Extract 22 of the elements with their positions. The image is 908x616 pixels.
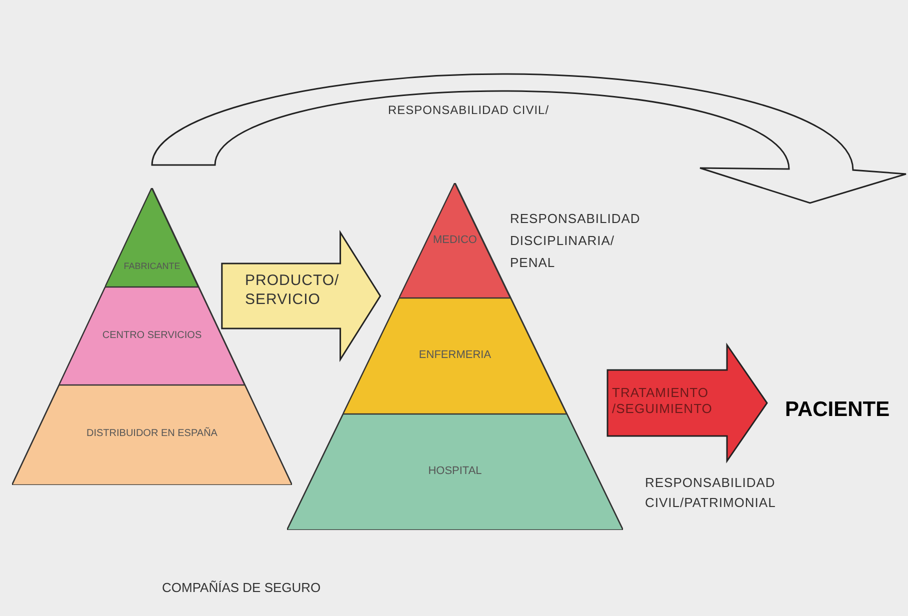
pyramid-tier bbox=[287, 414, 623, 530]
tier-label: CENTRO SERVICIOS bbox=[101, 331, 203, 341]
edge-label: RESPONSABILIDAD CIVIL/ bbox=[388, 103, 550, 118]
note-text: RESPONSABILIDAD CIVIL/PATRIMONIAL bbox=[645, 474, 777, 512]
tier-label: MEDICO bbox=[432, 235, 478, 246]
block-arrow bbox=[151, 73, 907, 204]
pyramid-tier bbox=[59, 287, 245, 385]
tier-label: HOSPITAL bbox=[427, 466, 483, 477]
note-text: RESPONSABILIDAD DISCIPLINARIA/ PENAL bbox=[510, 210, 642, 272]
pyramid-tier bbox=[12, 385, 292, 485]
block-arrow bbox=[606, 342, 768, 464]
edge-label: TRATAMIENTO /SEGUIMIENTO bbox=[612, 385, 714, 418]
tier-label: FABRICANTE bbox=[122, 262, 182, 271]
tier-label: ENFERMERIA bbox=[418, 350, 492, 361]
edge-label: PRODUCTO/ SERVICIO bbox=[245, 272, 340, 310]
pyramid-tier bbox=[399, 183, 511, 298]
pyramid-tier bbox=[105, 188, 199, 287]
pyramid-tier bbox=[343, 298, 567, 414]
block-arrow bbox=[221, 230, 382, 362]
note-text: COMPAÑÍAS DE SEGURO bbox=[162, 579, 322, 597]
target-label: PACIENTE bbox=[785, 397, 891, 423]
tier-label: DISTRIBUIDOR EN ESPAÑA bbox=[86, 429, 218, 439]
